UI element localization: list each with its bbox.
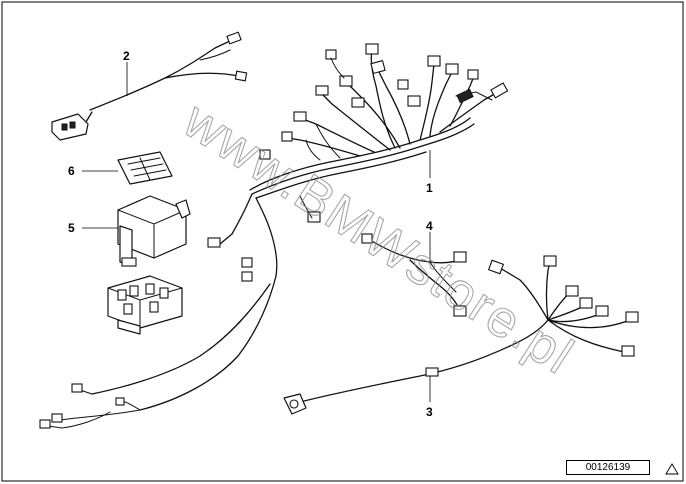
part-4-harness[interactable] — [361, 233, 467, 317]
document-id: 00126139 — [566, 460, 650, 475]
callout-5: 5 — [68, 221, 75, 235]
relay-socket[interactable] — [107, 275, 183, 335]
part-2-harness[interactable] — [51, 31, 248, 141]
callout-1: 1 — [426, 181, 433, 195]
part-3-harness[interactable] — [283, 255, 639, 415]
callout-4: 4 — [426, 219, 433, 233]
watermark: www.BMWstore.pl — [173, 91, 584, 386]
callout-3: 3 — [426, 405, 433, 419]
part-1-main-harness[interactable] — [39, 43, 509, 429]
callout-2: 2 — [123, 49, 130, 63]
triangle-warning-icon — [665, 463, 679, 475]
part-5-relay[interactable] — [117, 195, 191, 267]
part-6-label[interactable] — [117, 151, 173, 185]
callout-6: 6 — [68, 164, 75, 178]
